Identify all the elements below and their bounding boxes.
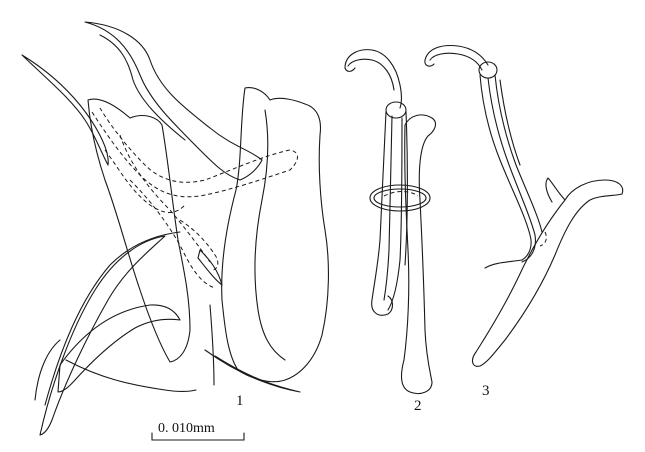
specimen-drawing-3 [424,44,624,367]
specimen-drawing-2 [344,49,437,395]
figure-label-1: 1 [236,393,244,409]
figure-label-3: 3 [482,383,490,399]
figure-label-2: 2 [414,398,422,414]
specimen-drawing-1 [21,21,329,436]
scale-bar-label: 0. 010mm [158,421,215,436]
scale-bar: 0. 010mm [151,421,245,441]
